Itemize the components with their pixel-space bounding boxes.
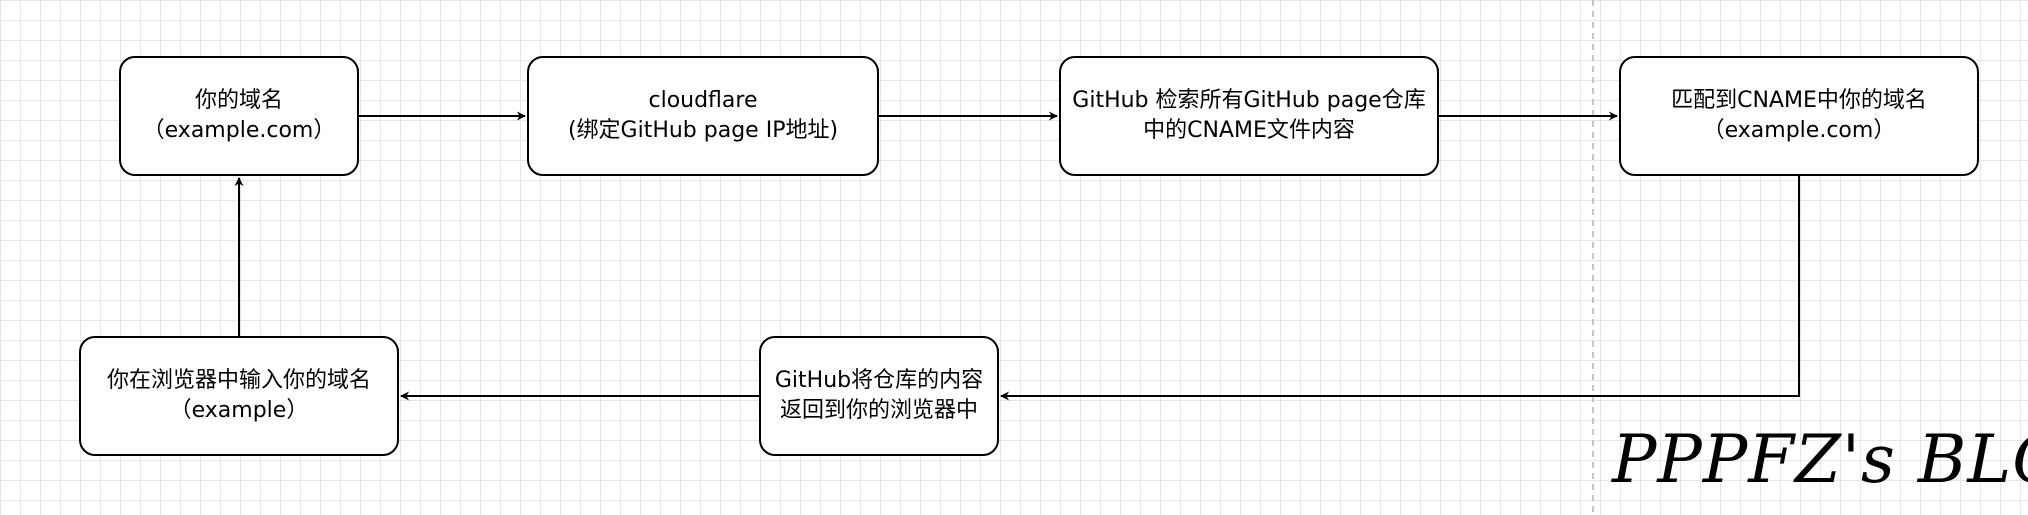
edge-match-cname-to-github-return bbox=[1000, 176, 1800, 401]
node-cloudflare[interactable]: cloudflare (绑定GitHub page IP地址) bbox=[527, 56, 879, 176]
node-match-cname-line1: 匹配到CNAME中你的域名 bbox=[1671, 88, 1927, 113]
node-github-return[interactable]: GitHub将仓库的内容 返回到你的浏览器中 bbox=[759, 336, 999, 456]
node-github-search-line2: 中的CNAME文件内容 bbox=[1143, 118, 1355, 143]
blog-watermark: PPPFZ's BLOG bbox=[1612, 421, 2028, 498]
node-cloudflare-line2: (绑定GitHub page IP地址) bbox=[567, 118, 839, 143]
node-browser-input-line2: （example） bbox=[169, 398, 309, 423]
node-github-return-line2: 返回到你的浏览器中 bbox=[779, 398, 978, 423]
node-your-domain-line1: 你的域名 bbox=[194, 88, 283, 113]
node-github-search-line1: GitHub 检索所有GitHub page仓库 bbox=[1072, 88, 1426, 113]
node-your-domain[interactable]: 你的域名 （example.com） bbox=[119, 56, 359, 176]
node-browser-input[interactable]: 你在浏览器中输入你的域名 （example） bbox=[79, 336, 399, 456]
node-your-domain-line2: （example.com） bbox=[142, 118, 336, 143]
node-match-cname[interactable]: 匹配到CNAME中你的域名 （example.com） bbox=[1619, 56, 1979, 176]
node-cloudflare-line1: cloudflare bbox=[648, 88, 758, 113]
node-github-return-line1: GitHub将仓库的内容 bbox=[774, 368, 984, 393]
node-browser-input-line1: 你在浏览器中输入你的域名 bbox=[106, 368, 371, 393]
node-github-search[interactable]: GitHub 检索所有GitHub page仓库 中的CNAME文件内容 bbox=[1059, 56, 1439, 176]
node-match-cname-line2: （example.com） bbox=[1702, 118, 1896, 143]
